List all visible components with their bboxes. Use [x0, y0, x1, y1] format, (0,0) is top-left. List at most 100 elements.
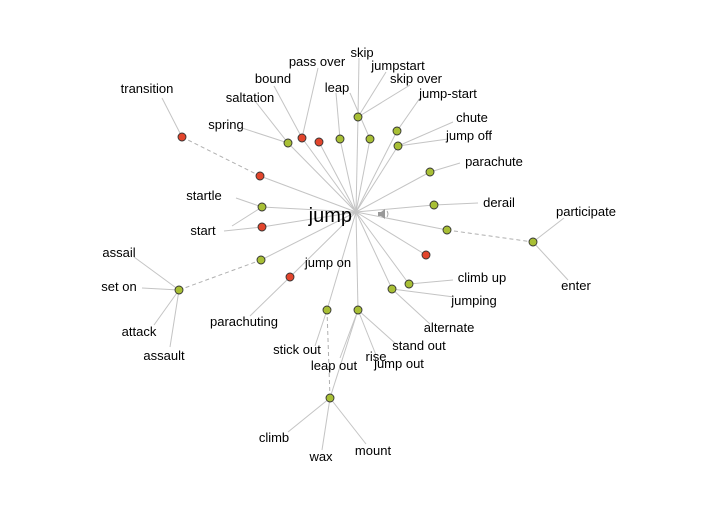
- edge: [261, 206, 357, 213]
- node-green[interactable]: [335, 134, 345, 144]
- center-word[interactable]: jump: [308, 205, 352, 227]
- edge: [391, 288, 455, 298]
- node-green[interactable]: [174, 285, 184, 295]
- node-red[interactable]: [297, 133, 307, 143]
- word-climb[interactable]: climb: [259, 430, 289, 445]
- edge: [260, 211, 357, 261]
- node-green[interactable]: [392, 126, 402, 136]
- edge: [287, 142, 357, 213]
- dashed-edge: [326, 309, 331, 399]
- node-green[interactable]: [322, 305, 332, 315]
- word-leap[interactable]: leap: [325, 80, 350, 95]
- edge: [326, 211, 357, 311]
- node-green[interactable]: [442, 225, 452, 235]
- word-jump-start[interactable]: jump-start: [418, 86, 477, 101]
- word-rise[interactable]: rise: [366, 349, 387, 364]
- word-skip-over[interactable]: skip over: [390, 71, 443, 86]
- word-start[interactable]: start: [190, 223, 216, 238]
- edge: [321, 397, 331, 451]
- edge: [339, 138, 357, 213]
- word-assail[interactable]: assail: [102, 245, 135, 260]
- edge: [532, 217, 565, 243]
- edge: [355, 211, 448, 231]
- node-green[interactable]: [353, 112, 363, 122]
- node-green[interactable]: [325, 393, 335, 403]
- node-red[interactable]: [314, 137, 324, 147]
- word-jumping[interactable]: jumping: [450, 293, 497, 308]
- edge: [231, 206, 263, 227]
- word-climb-up[interactable]: climb up: [458, 270, 506, 285]
- node-red[interactable]: [421, 250, 431, 260]
- node-red[interactable]: [257, 222, 267, 232]
- edge: [408, 279, 454, 285]
- word-derail[interactable]: derail: [483, 195, 515, 210]
- word-parachuting[interactable]: parachuting: [210, 314, 278, 329]
- edge: [357, 309, 397, 345]
- word-assault[interactable]: assault: [143, 348, 185, 363]
- edge: [429, 162, 461, 173]
- node-green[interactable]: [425, 167, 435, 177]
- edge: [261, 211, 357, 228]
- node-green[interactable]: [393, 141, 403, 151]
- word-pass-over[interactable]: pass over: [289, 54, 346, 69]
- edge: [301, 67, 319, 139]
- word-mount[interactable]: mount: [355, 443, 392, 458]
- word-saltation[interactable]: saltation: [226, 90, 274, 105]
- node-green[interactable]: [256, 255, 266, 265]
- word-leap-out[interactable]: leap out: [311, 358, 358, 373]
- node-green[interactable]: [404, 279, 414, 289]
- node-green[interactable]: [257, 202, 267, 212]
- word-skip[interactable]: skip: [350, 45, 373, 60]
- edge: [355, 211, 359, 311]
- node-green[interactable]: [528, 237, 538, 247]
- word-enter[interactable]: enter: [561, 278, 591, 293]
- word-stick-out[interactable]: stick out: [273, 342, 321, 357]
- word-spring[interactable]: spring: [208, 117, 243, 132]
- word-stand-out[interactable]: stand out: [392, 338, 446, 353]
- edge: [249, 276, 291, 317]
- node-red[interactable]: [285, 272, 295, 282]
- edge: [335, 92, 341, 140]
- dashed-edge: [178, 259, 262, 291]
- word-alternate[interactable]: alternate: [424, 320, 475, 335]
- edge: [357, 57, 360, 118]
- word-participate[interactable]: participate: [556, 204, 616, 219]
- word-wax[interactable]: wax: [308, 449, 333, 464]
- edge: [357, 84, 411, 118]
- word-chute[interactable]: chute: [456, 110, 488, 125]
- node-green[interactable]: [429, 200, 439, 210]
- edge: [254, 100, 289, 144]
- edge: [273, 85, 303, 139]
- edge: [301, 137, 357, 213]
- edge: [259, 175, 357, 213]
- edge: [223, 226, 263, 232]
- edge: [133, 256, 180, 291]
- word-jumpstart[interactable]: jumpstart: [370, 58, 425, 73]
- word-jump-on[interactable]: jump on: [304, 255, 351, 270]
- node-green[interactable]: [387, 284, 397, 294]
- speaker-icon[interactable]: [378, 209, 389, 219]
- word-bound[interactable]: bound: [255, 71, 291, 86]
- node-red[interactable]: [255, 171, 265, 181]
- word-attack[interactable]: attack: [122, 324, 157, 339]
- word-startle[interactable]: startle: [186, 188, 221, 203]
- node-green[interactable]: [365, 134, 375, 144]
- edge: [153, 289, 180, 326]
- edge: [329, 309, 359, 399]
- edge: [235, 197, 263, 208]
- word-transition[interactable]: transition: [121, 81, 174, 96]
- edge: [355, 130, 398, 213]
- edge: [357, 309, 377, 356]
- edge: [532, 241, 569, 281]
- word-jump-off[interactable]: jump off: [445, 128, 492, 143]
- word-jump-out[interactable]: jump out: [373, 356, 424, 371]
- node-green[interactable]: [283, 138, 293, 148]
- word-set-on[interactable]: set on: [101, 279, 136, 294]
- edge: [355, 211, 393, 290]
- node-red[interactable]: [177, 132, 187, 142]
- edge: [289, 211, 357, 278]
- edge: [355, 211, 427, 256]
- node-green[interactable]: [353, 305, 363, 315]
- word-parachute[interactable]: parachute: [465, 154, 523, 169]
